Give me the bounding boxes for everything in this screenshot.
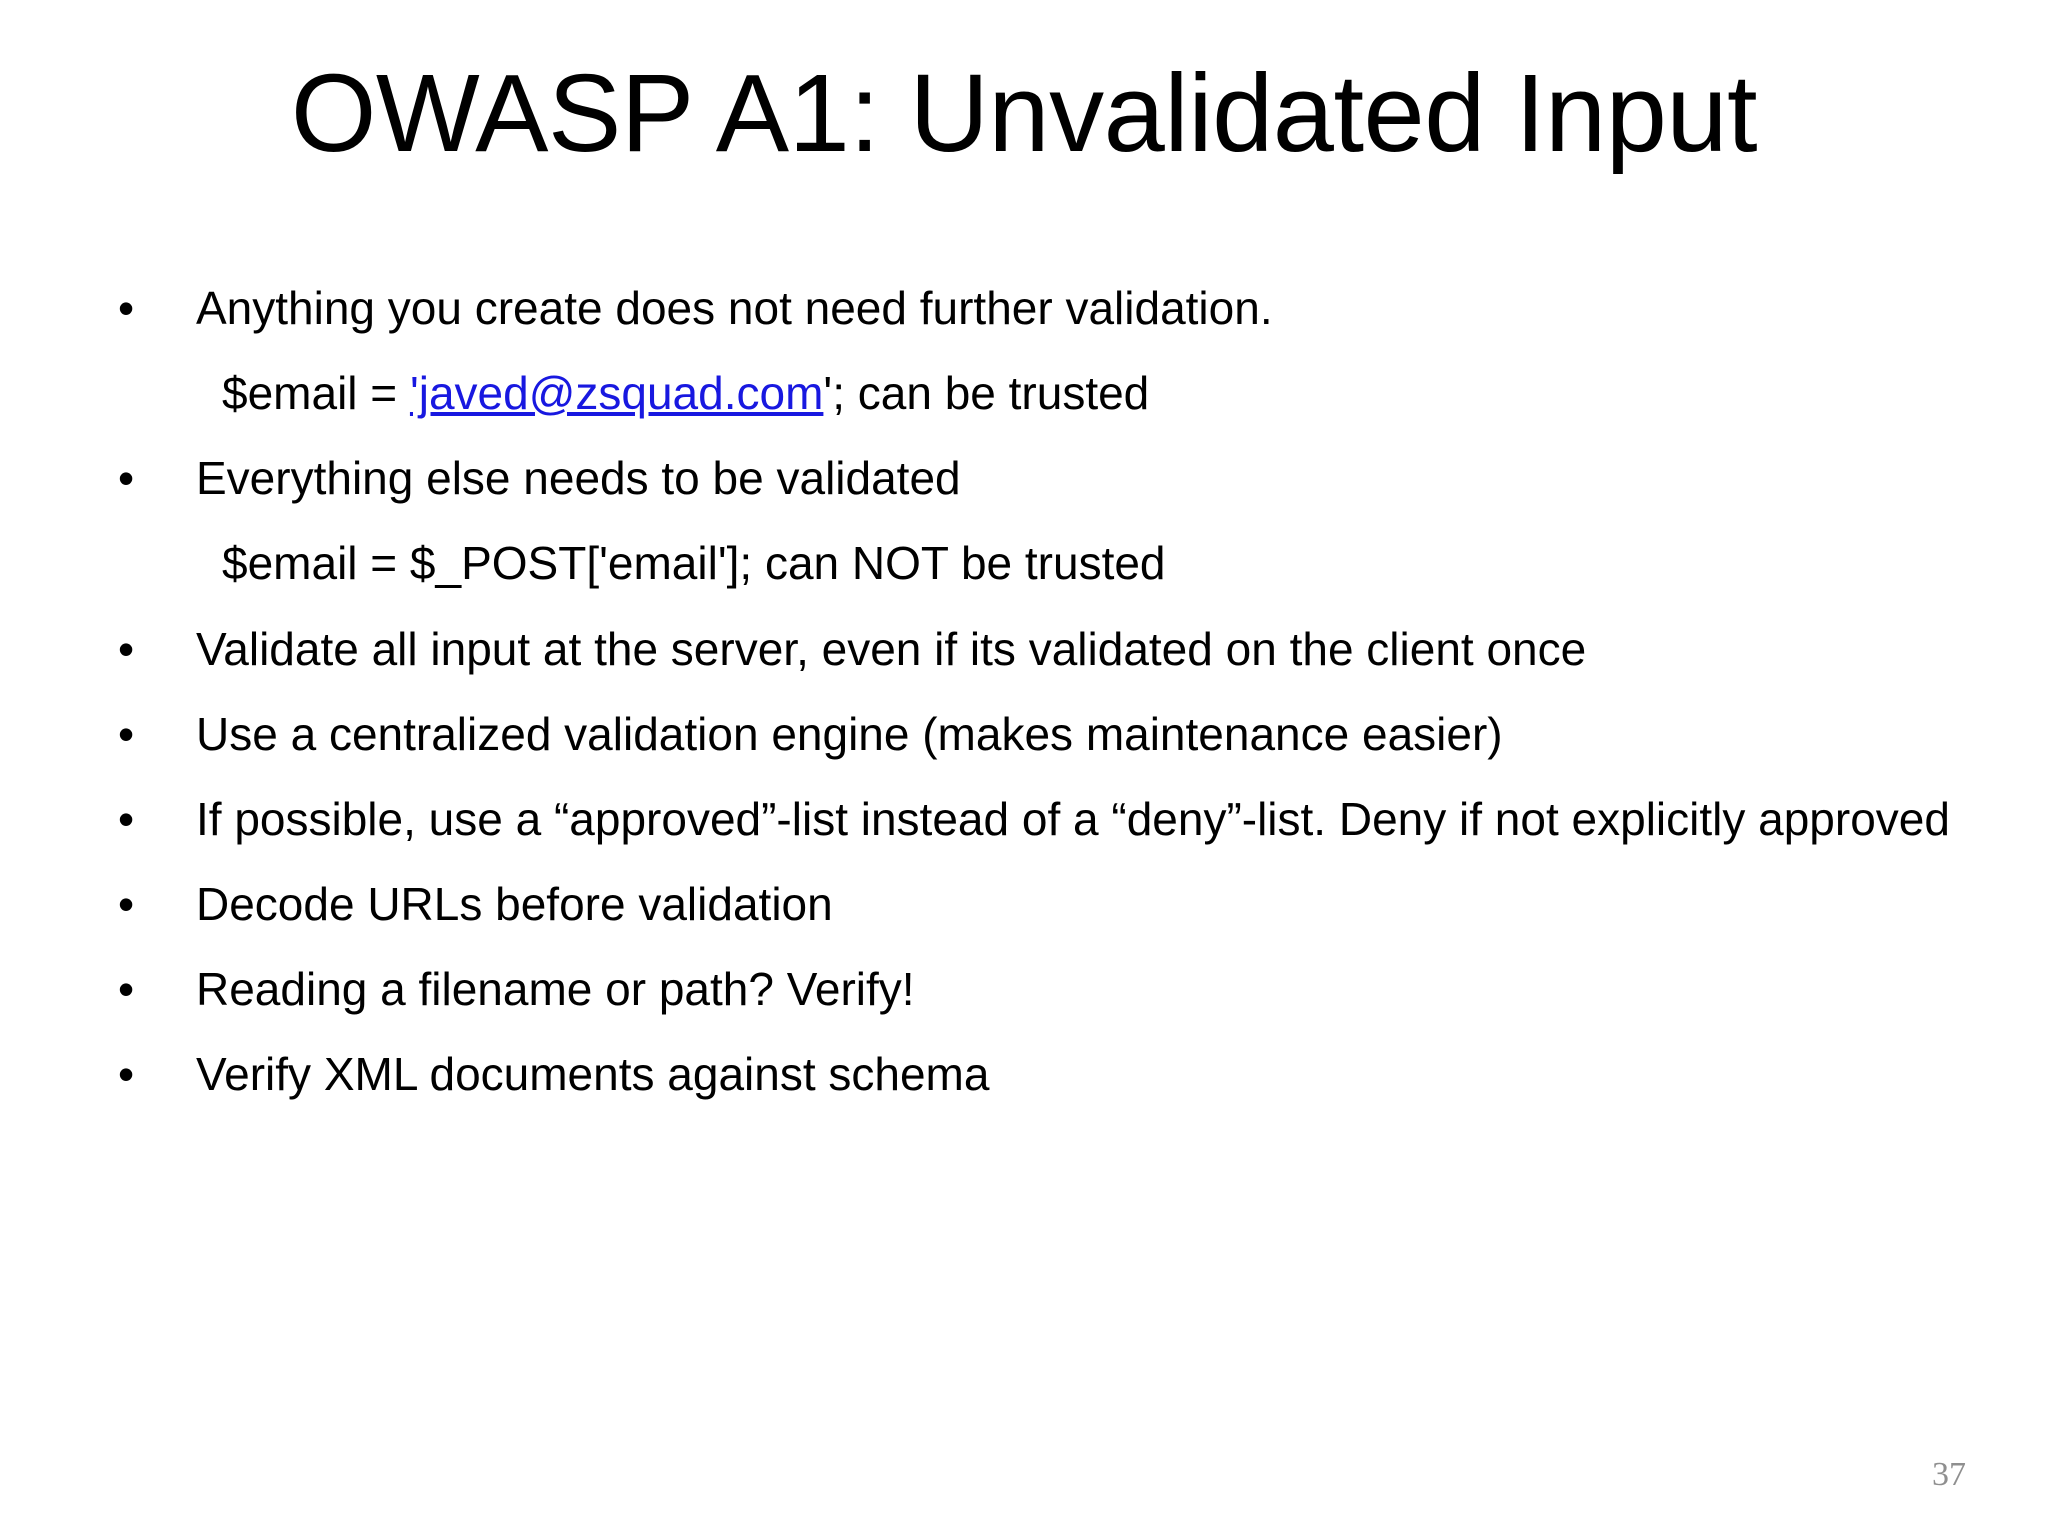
bullet-item-label: Anything you create does not need furthe… (196, 282, 1273, 334)
bullet-item: • If possible, use a “approved”-list ins… (104, 786, 1964, 853)
bullet-item: • Validate all input at the server, even… (104, 616, 1964, 683)
bullet-item: • Anything you create does not need furt… (104, 275, 1964, 342)
bullet-item-label: Validate all input at the server, even i… (196, 622, 1587, 675)
bullet-point-icon: • (118, 622, 135, 675)
bullet-point-icon: • (118, 792, 135, 845)
slide-body-content: • Anything you create does not need furt… (104, 275, 1964, 1127)
code-line-email-trusted: $email = 'javed@zsquad.com'; can be trus… (222, 360, 1964, 427)
bullet-point-icon: • (118, 707, 135, 760)
bullet-item-label: Everything else needs to be validated (196, 452, 961, 505)
slide-title: OWASP A1: Unvalidated Input (290, 52, 1758, 175)
bullet-item: • Use a centralized validation engine (m… (104, 701, 1964, 768)
bullet-item: • Decode URLs before validation (104, 871, 1964, 938)
bullet-item-label: Reading a filename or path? Verify! (196, 963, 915, 1016)
bullet-point-icon: • (118, 1048, 135, 1101)
bullet-point-icon: • (118, 878, 135, 931)
slide-number: 37 (1932, 1456, 1966, 1493)
bullet-point-icon: • (118, 963, 135, 1016)
bullet-point-icon: • (118, 452, 135, 505)
bullet-item-label: Use a centralized validation engine (mak… (196, 707, 1503, 760)
code-prefix: $email = (222, 367, 410, 420)
bullet-item: • Verify XML documents against schema (104, 1041, 1964, 1108)
bullet-item-label: If possible, use a “approved”-list inste… (196, 792, 1950, 845)
bullet-item: • Reading a filename or path? Verify! (104, 956, 1964, 1023)
bullet-point-icon: • (118, 282, 135, 334)
code-suffix: '; can be trusted (823, 367, 1150, 420)
code-line-email-not-trusted: $email = $_POST['email']; can NOT be tru… (222, 537, 1166, 590)
bullet-item-label: Decode URLs before validation (196, 878, 833, 931)
email-hyperlink[interactable]: 'javed@zsquad.com (409, 367, 824, 420)
bullet-item: • Everything else needs to be validated (104, 445, 1964, 512)
bullet-item-label: Verify XML documents against schema (196, 1048, 990, 1101)
